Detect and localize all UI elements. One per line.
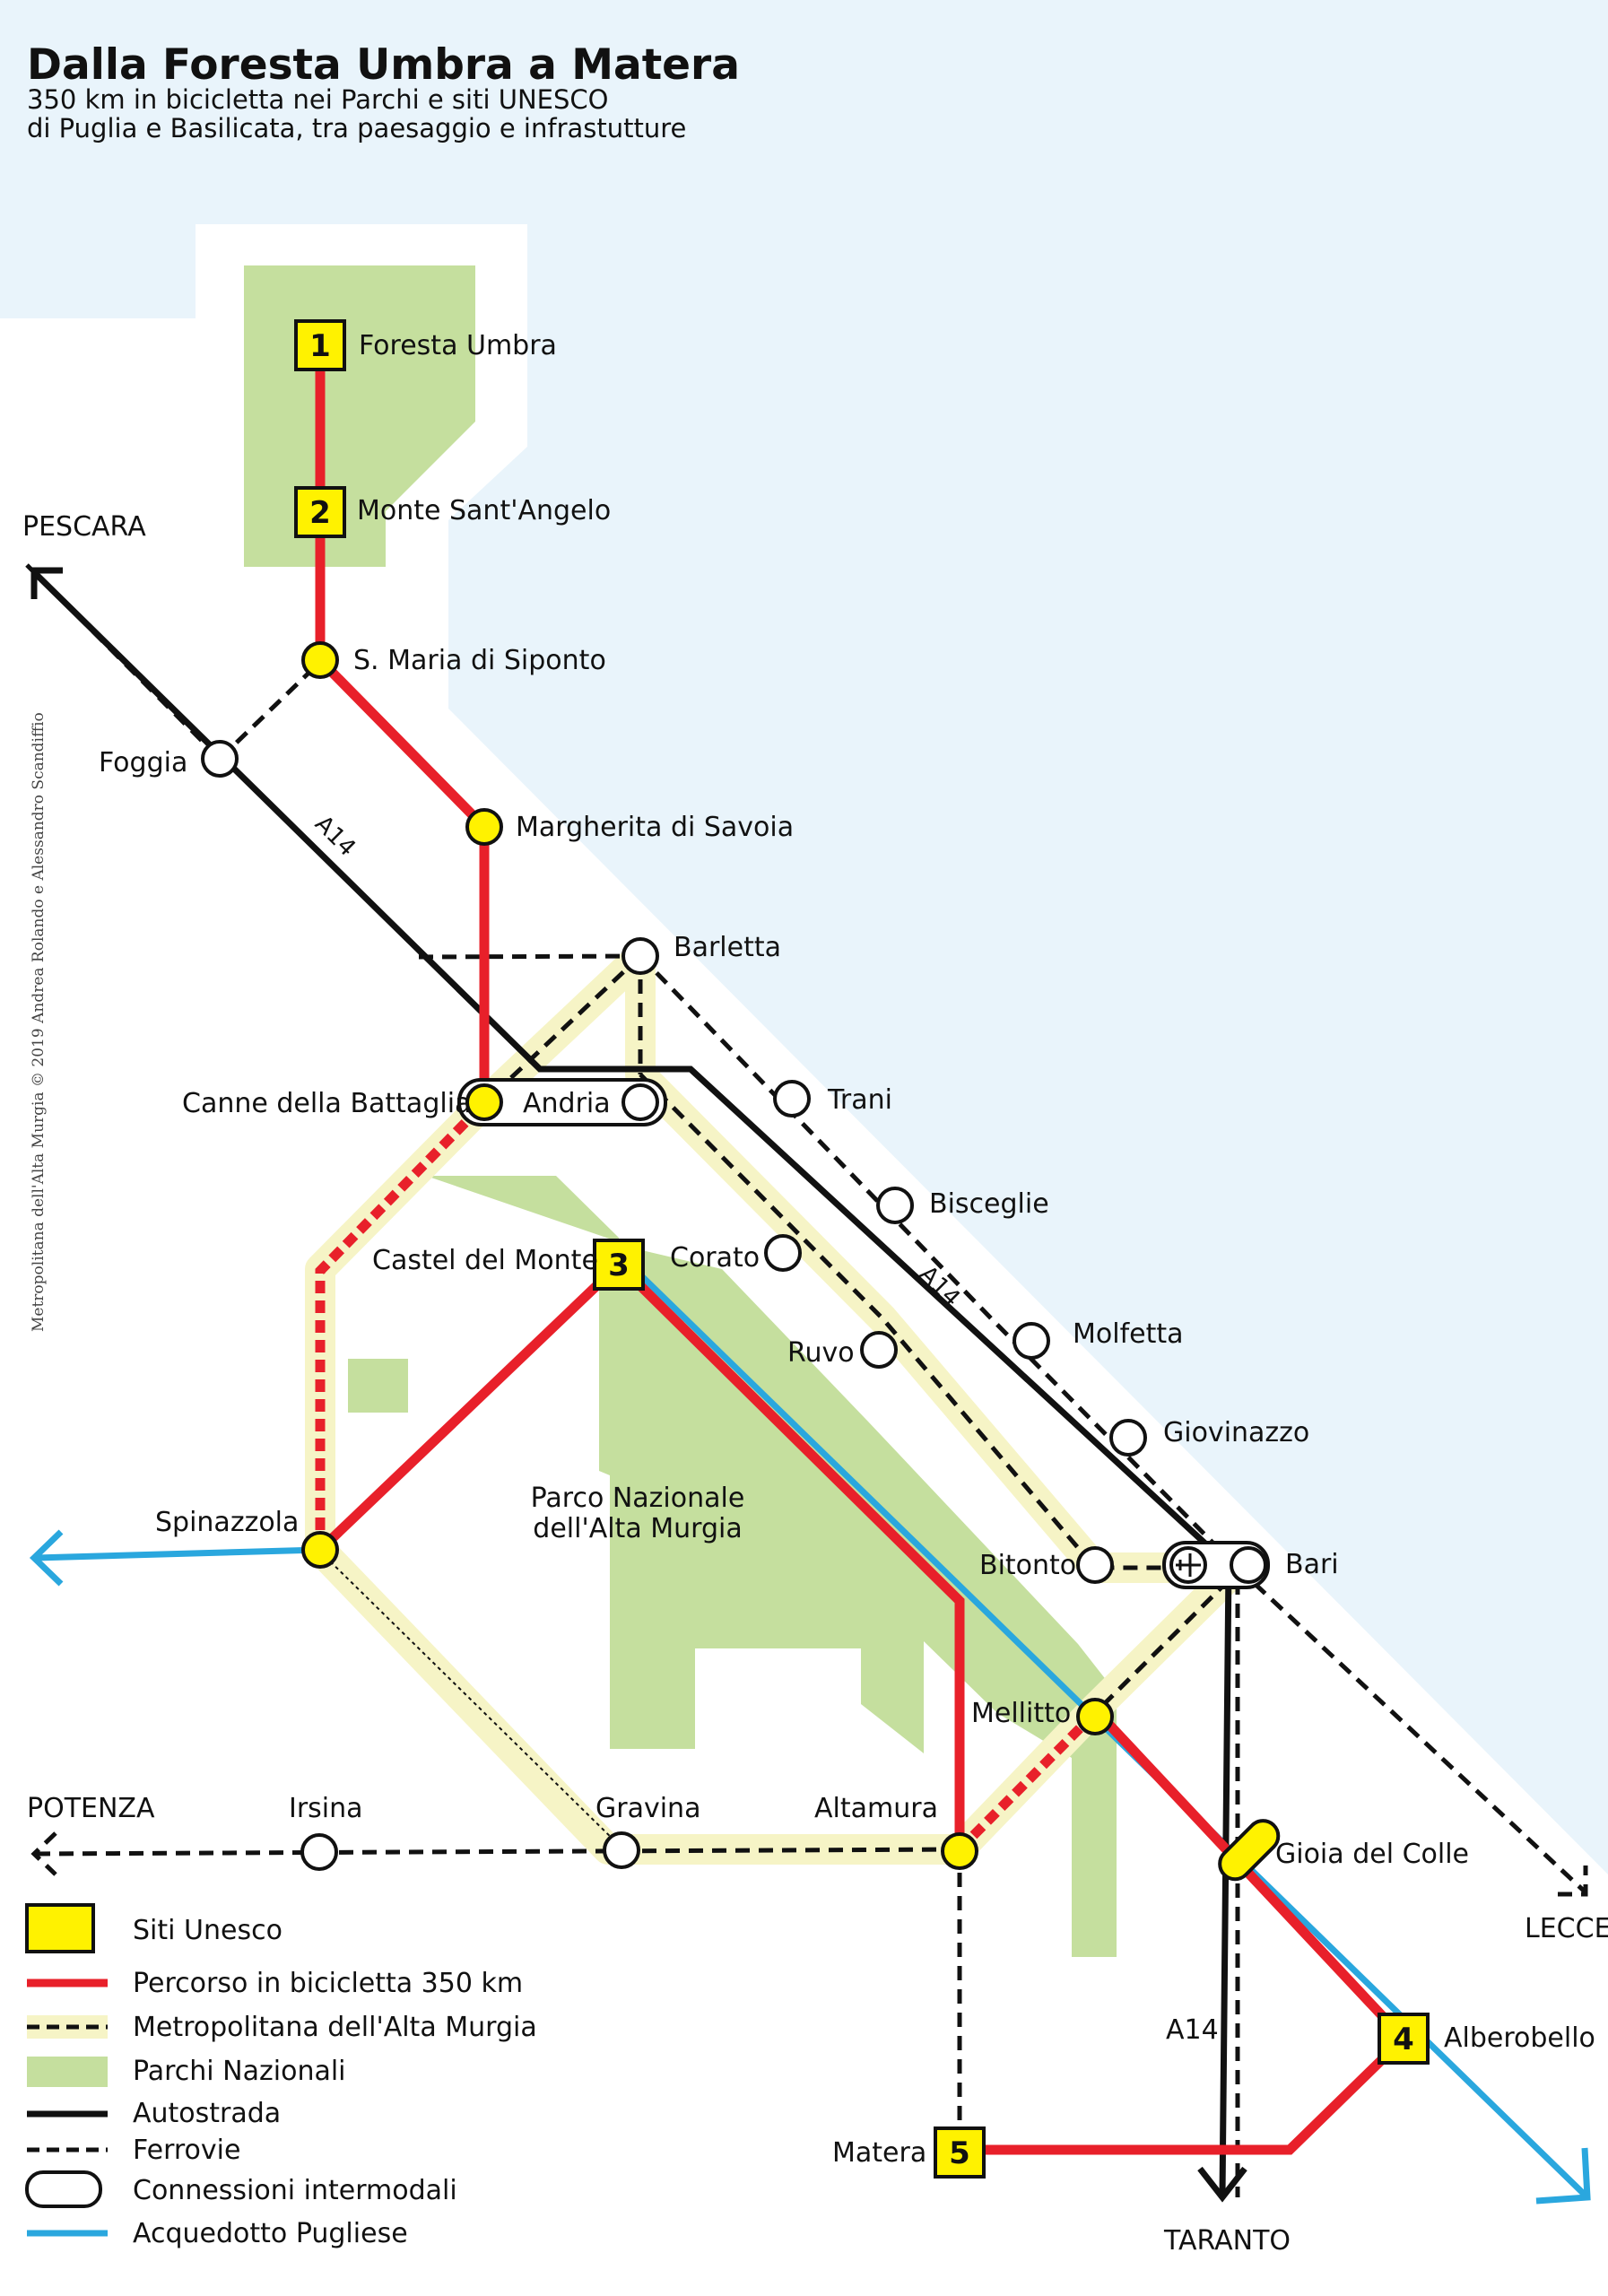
unesco-site-2: 2 <box>294 486 346 538</box>
sea <box>0 0 1608 1874</box>
park-label-1: Parco Nazionale <box>531 1483 745 1514</box>
station-ruvo <box>860 1331 898 1369</box>
unesco-number: 1 <box>309 328 331 364</box>
station-gravina <box>603 1831 640 1869</box>
legend-swatch-parks <box>27 2057 108 2087</box>
legend-label-unesco: Siti Unesco <box>133 1915 282 1946</box>
legend-swatch-unesco <box>25 1903 95 1953</box>
label-canne: Canne della Battaglia <box>182 1088 471 1119</box>
station-molfetta <box>1013 1322 1050 1360</box>
label-gioia: Gioia del Colle <box>1275 1839 1469 1870</box>
legend-swatch-intermodal <box>25 2170 102 2208</box>
direction-taranto: TARANTO <box>1163 2225 1291 2257</box>
unesco-site-3: 3 <box>593 1239 645 1291</box>
station-bisceglie <box>876 1187 914 1224</box>
map-subtitle-1: 350 km in bicicletta nei Parchi e siti U… <box>27 84 608 115</box>
legend-label-parks: Parchi Nazionali <box>133 2056 346 2087</box>
label-foresta-umbra: Foresta Umbra <box>359 330 557 361</box>
label-andria: Andria <box>523 1088 611 1119</box>
map-subtitle-2: di Puglia e Basilicata, tra paesaggio e … <box>27 113 686 144</box>
legend-label-intermodal: Connessioni intermodali <box>133 2175 457 2206</box>
label-giovinazzo: Giovinazzo <box>1163 1417 1309 1448</box>
label-siponto: S. Maria di Siponto <box>353 645 606 676</box>
label-barletta: Barletta <box>674 932 781 963</box>
station-barletta <box>621 937 659 975</box>
station-spinazzola <box>301 1531 339 1569</box>
station-bitonto <box>1076 1546 1114 1584</box>
label-matera: Matera <box>832 2137 926 2169</box>
unesco-number: 3 <box>608 1248 630 1283</box>
station-canne <box>465 1083 503 1121</box>
spinazzola-gravina-line <box>319 1551 622 1848</box>
station-siponto <box>301 641 339 679</box>
station-mellitto <box>1076 1698 1114 1735</box>
label-alberobello: Alberobello <box>1444 2022 1595 2054</box>
credit-text: Metropolitana dell'Alta Murgia © 2019 An… <box>30 712 48 1332</box>
unesco-square <box>294 486 346 538</box>
unesco-site-4: 4 <box>1378 2013 1430 2065</box>
station-margherita <box>465 808 503 846</box>
direction-lecce: LECCE <box>1525 1913 1608 1944</box>
legend-label-metro: Metropolitana dell'Alta Murgia <box>133 2012 537 2043</box>
station-andria <box>621 1083 659 1121</box>
label-bitonto: Bitonto <box>979 1550 1076 1581</box>
legend-label-rail: Ferrovie <box>133 2135 240 2166</box>
direction-pescara: PESCARA <box>22 511 146 543</box>
label-ruvo: Ruvo <box>787 1337 855 1369</box>
label-spinazzola: Spinazzola <box>155 1507 299 1538</box>
bike-route-dashed <box>315 1097 1099 1853</box>
unesco-square <box>934 2126 986 2179</box>
label-gravina: Gravina <box>595 1793 700 1824</box>
airport-icon <box>1176 1553 1201 1577</box>
rail-lines <box>25 563 1587 2197</box>
label-margherita: Margherita di Savoia <box>516 812 794 843</box>
label-corato: Corato <box>670 1242 760 1274</box>
label-bari: Bari <box>1285 1549 1339 1580</box>
unesco-number: 5 <box>949 2135 970 2171</box>
unesco-square <box>294 319 346 371</box>
label-molfetta: Molfetta <box>1073 1318 1184 1350</box>
station-altamura <box>941 1832 978 1870</box>
unesco-square <box>593 1239 645 1291</box>
unesco-number: 2 <box>309 495 331 531</box>
legend: Siti Unesco Percorso in bicicletta 350 k… <box>25 1903 537 2249</box>
station-gioia <box>1218 1819 1281 1882</box>
unesco-site-5: 5 <box>934 2126 986 2179</box>
unesco-site-1: 1 <box>294 319 346 371</box>
legend-label-motorway: Autostrada <box>133 2098 281 2129</box>
label-altamura: Altamura <box>814 1793 938 1824</box>
station-irsina <box>300 1833 338 1871</box>
station-bari <box>1230 1546 1267 1584</box>
highway-label-a14-2: A14 <box>914 1261 965 1312</box>
legend-label-aqueduct: Acquedotto Pugliese <box>133 2218 408 2249</box>
label-trani: Trani <box>827 1084 892 1116</box>
legend-label-route: Percorso in bicicletta 350 km <box>133 1968 523 1999</box>
direction-potenza: POTENZA <box>27 1793 155 1824</box>
map-title: Dalla Foresta Umbra a Matera <box>27 40 740 90</box>
label-mellitto: Mellitto <box>971 1698 1071 1729</box>
label-castel-del-monte: Castel del Monte <box>372 1245 598 1276</box>
map-labels: Dalla Foresta Umbra a Matera 350 km in b… <box>22 40 1608 2257</box>
label-foggia: Foggia <box>99 747 187 778</box>
highway-label-a14-3: A14 <box>1166 2014 1219 2046</box>
intermodal-andria <box>457 1078 667 1126</box>
station-corato <box>764 1234 802 1272</box>
station-trani <box>773 1080 811 1118</box>
unesco-square <box>1378 2013 1430 2065</box>
label-monte-sant-angelo: Monte Sant'Angelo <box>357 495 611 526</box>
label-irsina: Irsina <box>289 1793 363 1824</box>
label-bisceglie: Bisceglie <box>929 1188 1049 1220</box>
rail-arrow-heads <box>30 1831 1588 1897</box>
park-label-2: dell'Alta Murgia <box>533 1513 742 1544</box>
park-alta-murgia <box>348 1176 1117 1957</box>
station-giovinazzo <box>1109 1419 1147 1457</box>
motorway <box>30 567 1247 2203</box>
station-foggia <box>201 740 239 778</box>
unesco-number: 4 <box>1393 2022 1414 2057</box>
